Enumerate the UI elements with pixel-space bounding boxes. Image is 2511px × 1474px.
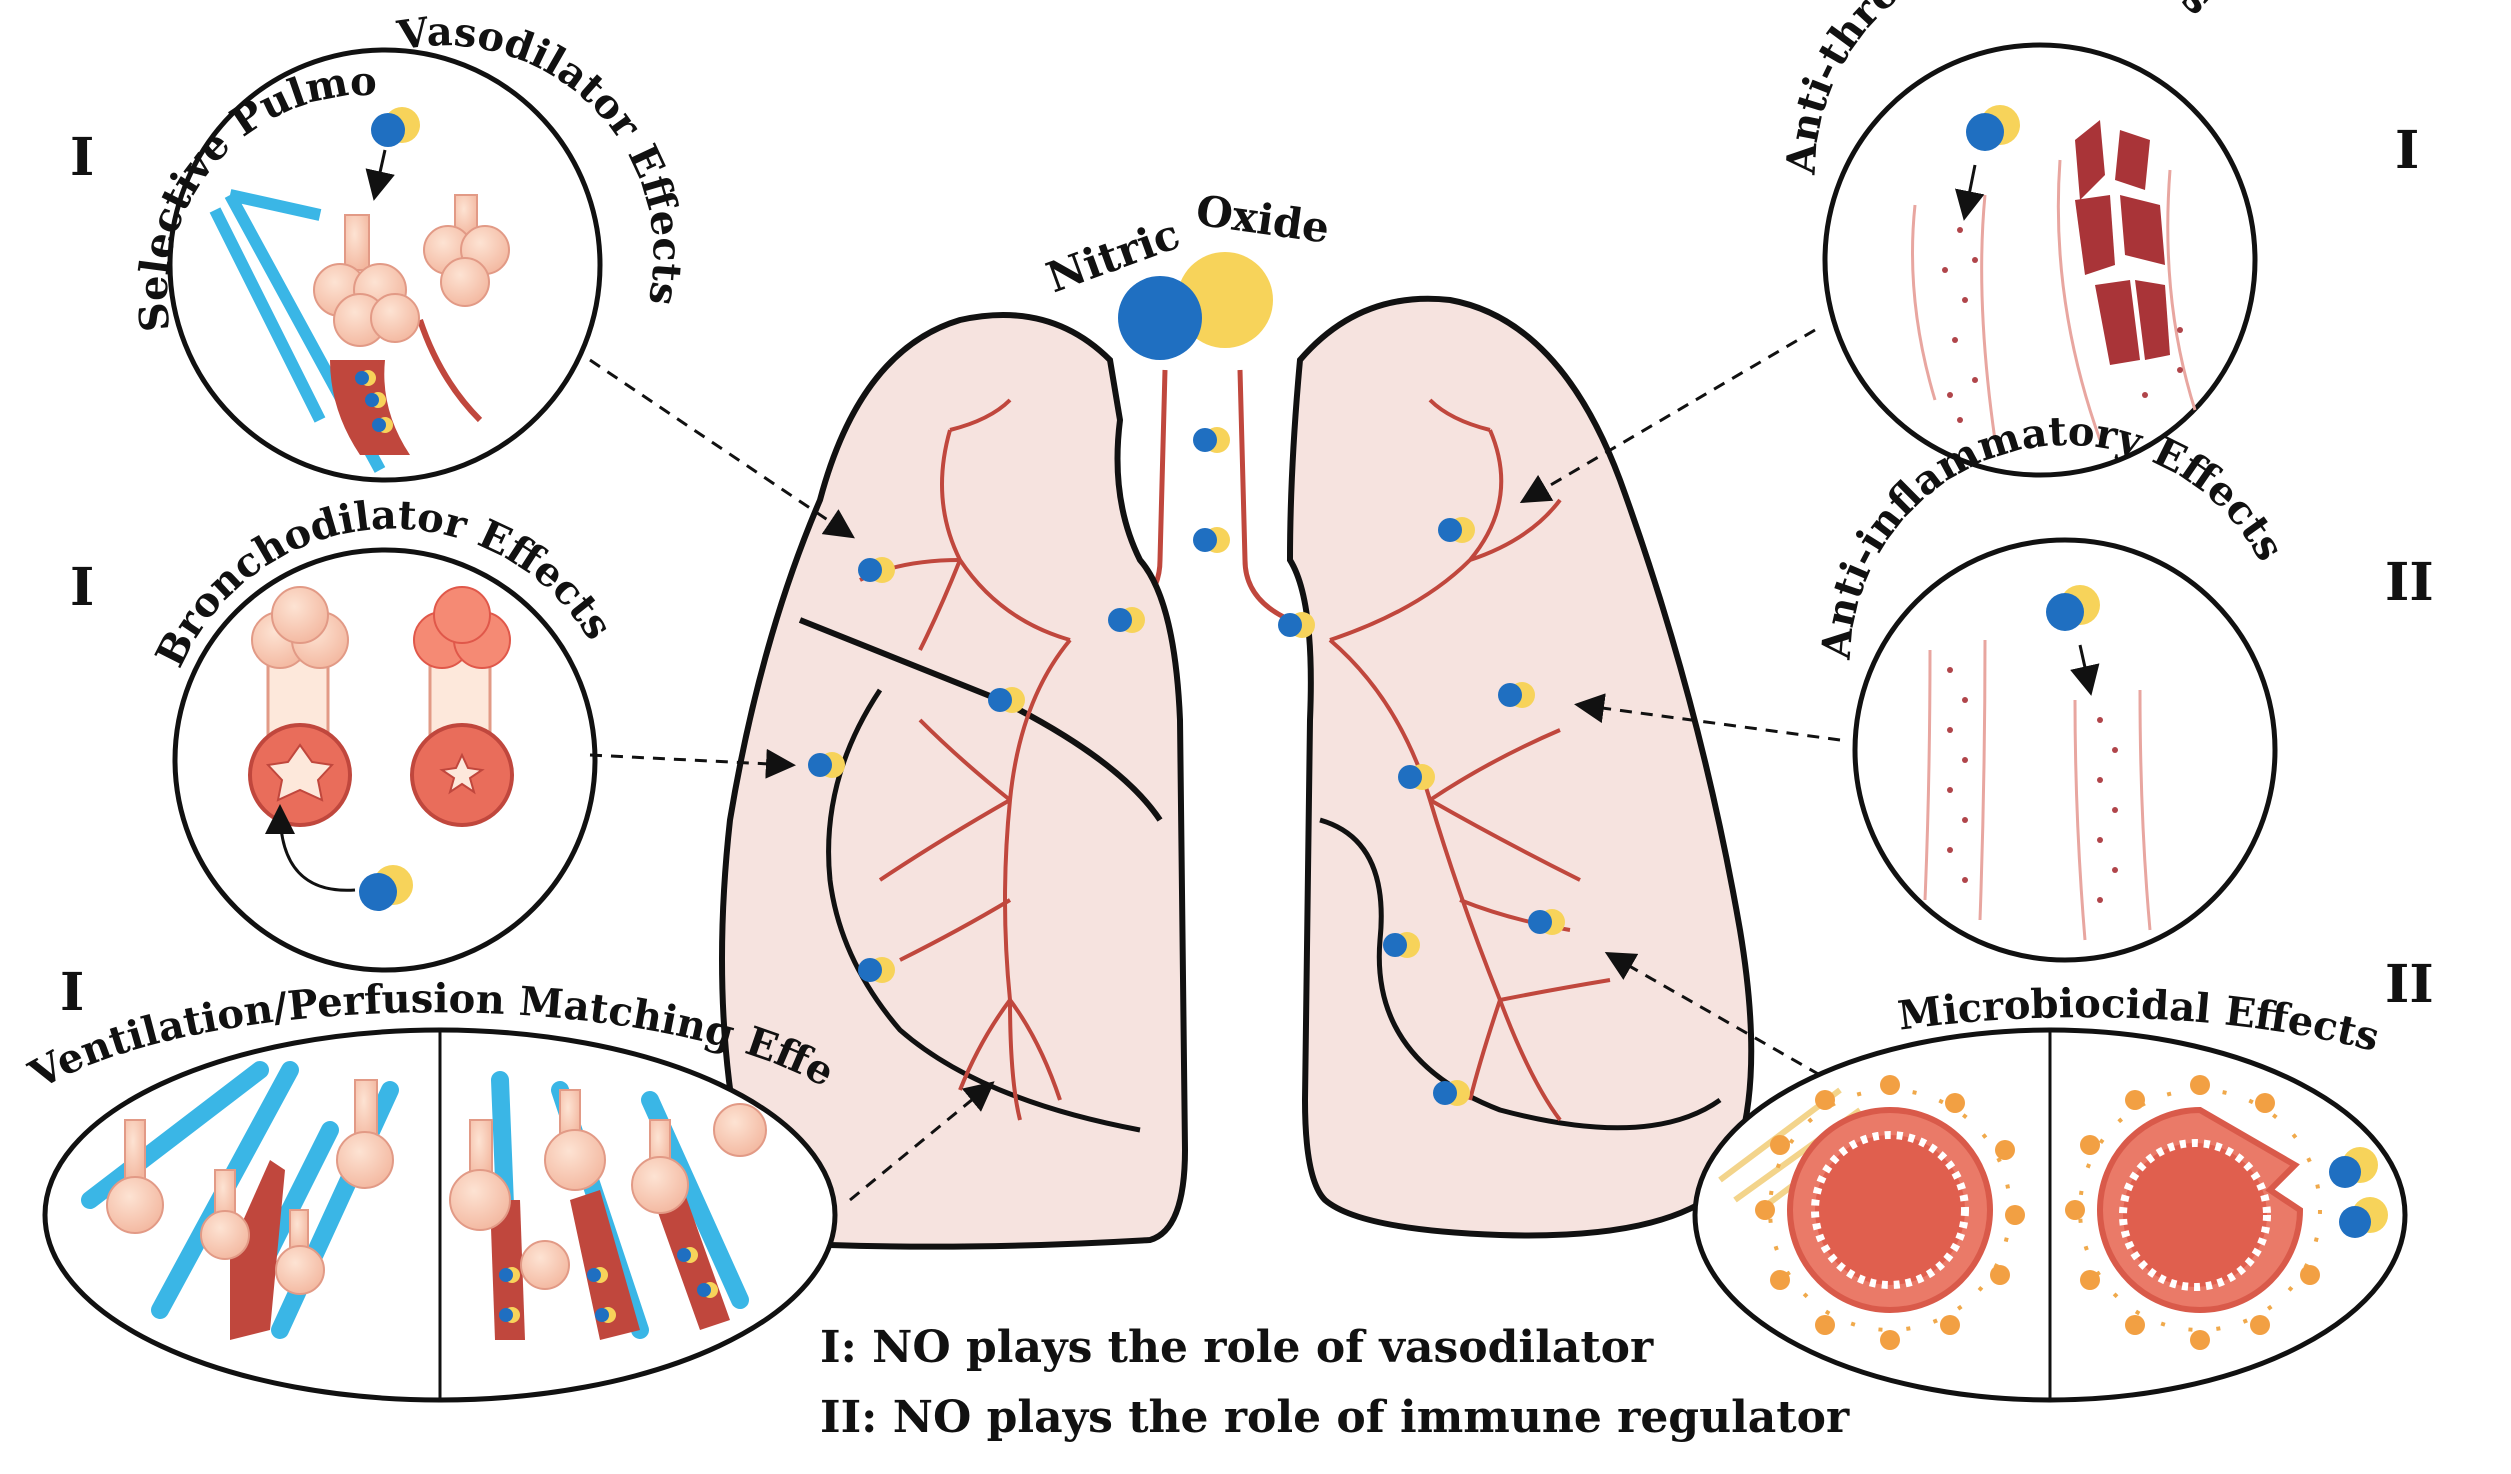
virus-intact <box>1755 1075 2025 1350</box>
no-molecule-icon <box>2046 585 2100 631</box>
lungs: Nitric Oxide <box>719 186 1755 1250</box>
no-molecule-icon <box>2329 1147 2378 1188</box>
right-lung <box>1286 295 1755 1239</box>
no-molecule-icon <box>371 107 420 147</box>
panel-antiinflammatory: II Anti-inflammatory Effects <box>1812 408 2434 963</box>
roman-numeral: II <box>2385 552 2434 613</box>
left-lung <box>719 312 1189 1250</box>
legend-line-1: I: NO plays the role of vasodilator <box>820 1322 1654 1373</box>
roman-numeral: I <box>2395 120 2419 181</box>
panel-microbiocidal: II Microbiocidal Effects <box>1692 954 2434 1403</box>
panel-selective-pulmonary: I Selective Pulmonary Vasodilator Effect… <box>0 0 691 483</box>
no-molecule-icon <box>2339 1197 2388 1238</box>
legend-line-2: II: NO plays the role of immune regulato… <box>820 1392 1850 1443</box>
no-molecule-icon <box>1966 105 2020 151</box>
roman-numeral: II <box>2385 954 2434 1015</box>
roman-numeral: I <box>70 127 94 188</box>
nitric-oxide-molecule <box>1118 252 1273 360</box>
oxide-label: Oxide <box>1193 186 1332 253</box>
no-molecule-icon <box>359 865 413 911</box>
roman-numeral: I <box>70 557 94 618</box>
panel-bronchodilator: I Bronchodilator Effects <box>70 491 622 973</box>
connectors <box>589 328 1841 1202</box>
virus-damaged <box>2065 1075 2322 1350</box>
panel-antithrombotic: I Anti-thrombotic Effects <box>1777 0 2419 478</box>
roman-numeral: I <box>60 962 84 1023</box>
legend: I: NO plays the role of vasodilator II: … <box>820 1322 1850 1443</box>
no-molecules-in-lungs <box>808 427 1565 1106</box>
